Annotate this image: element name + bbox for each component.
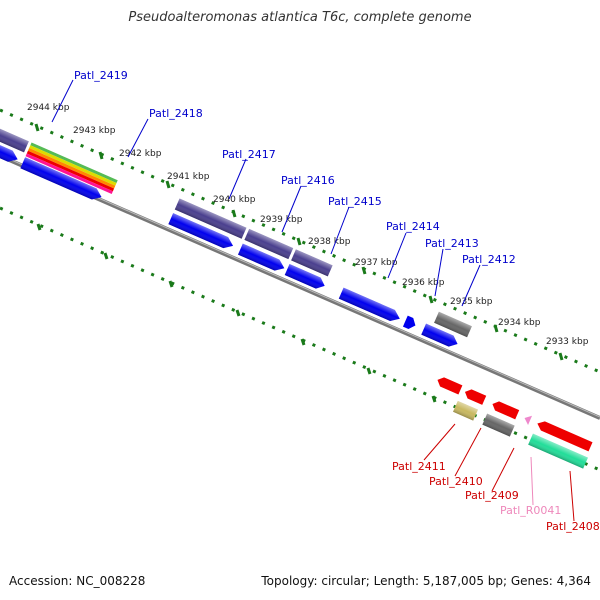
gene-label-2414[interactable]: Patl_2414 (386, 220, 440, 233)
gene-label-2417[interactable]: Patl_2417 (222, 148, 276, 161)
gene-label-2416[interactable]: Patl_2416 (281, 174, 335, 187)
green-gene-2408[interactable] (528, 433, 588, 469)
kbp-label: 2942 kbp (119, 149, 162, 159)
genome-title: Pseudoalteromonas atlantica T6c, complet… (128, 10, 472, 25)
genome-backbone (0, 154, 600, 420)
bottom-gene-leaders (423, 423, 575, 522)
gene-label-2411[interactable]: Patl_2411 (392, 460, 446, 473)
gene-label-2408[interactable]: Patl_2408 (546, 520, 600, 533)
blue-gene-2417[interactable] (168, 213, 235, 251)
blue-gene-2412[interactable] (421, 323, 460, 350)
blue-gene-2414[interactable] (338, 287, 402, 325)
gray-gene-2409[interactable] (482, 413, 515, 437)
summary-text: Topology: circular; Length: 5,187,005 bp… (261, 574, 591, 588)
gene-label-2412[interactable]: Patl_2412 (462, 253, 516, 266)
accession-text: Accession: NC_008228 (9, 574, 146, 588)
blue-gene-2418[interactable] (20, 157, 104, 202)
red-gene-2411[interactable] (435, 375, 463, 395)
red-gene-2410[interactable] (463, 387, 487, 405)
blue-gene-2416[interactable] (237, 243, 287, 274)
purple-gene-2417[interactable] (174, 198, 247, 239)
gray-gene-2413[interactable] (434, 311, 472, 338)
pink-gene-R0041[interactable] (523, 413, 533, 425)
kbp-label: 2938 kbp (308, 237, 351, 247)
khaki-gene-2410[interactable] (453, 400, 478, 421)
kbp-label: 2936 kbp (402, 278, 445, 288)
kbp-label: 2933 kbp (546, 337, 589, 347)
kbp-label: 2941 kbp (167, 172, 210, 182)
gene-label-2418[interactable]: Patl_2418 (149, 107, 203, 120)
purple-gene-2419[interactable] (0, 111, 29, 153)
top-ticks (34, 123, 564, 361)
purple-gene-2416[interactable] (244, 228, 294, 260)
gene-label-2410[interactable]: Patl_2410 (429, 475, 483, 488)
kbp-label: 2937 kbp (355, 258, 398, 268)
blue-gene-2419[interactable] (0, 124, 20, 165)
red-gene-2409[interactable] (490, 399, 520, 420)
gene-label-2415[interactable]: Patl_2415 (328, 195, 382, 208)
kbp-label: 2940 kbp (213, 195, 256, 205)
top-gene-labels (51, 79, 481, 307)
kbp-label: 2944 kbp (27, 103, 70, 113)
blue-gene-2415[interactable] (284, 263, 327, 291)
gene-label-2409[interactable]: Patl_2409 (465, 489, 519, 502)
kbp-label: 2934 kbp (498, 318, 541, 328)
kbp-label: 2935 kbp (450, 297, 493, 307)
kbp-label: 2939 kbp (260, 215, 303, 225)
red-gene-2408[interactable] (535, 419, 593, 452)
gene-label-R0041[interactable]: Patl_R0041 (500, 504, 561, 517)
gene-label-2419[interactable]: Patl_2419 (74, 69, 128, 82)
purple-gene-2415[interactable] (291, 249, 333, 277)
blue-gene-small[interactable] (402, 315, 418, 331)
kbp-labels: 2944 kbp 2943 kbp 2942 kbp 2941 kbp 2940… (27, 103, 589, 347)
striped-gene-2418[interactable] (25, 142, 118, 194)
backbone-highlight (0, 154, 600, 418)
kbp-label: 2943 kbp (73, 126, 116, 136)
gene-label-2413[interactable]: Patl_2413 (425, 237, 479, 250)
